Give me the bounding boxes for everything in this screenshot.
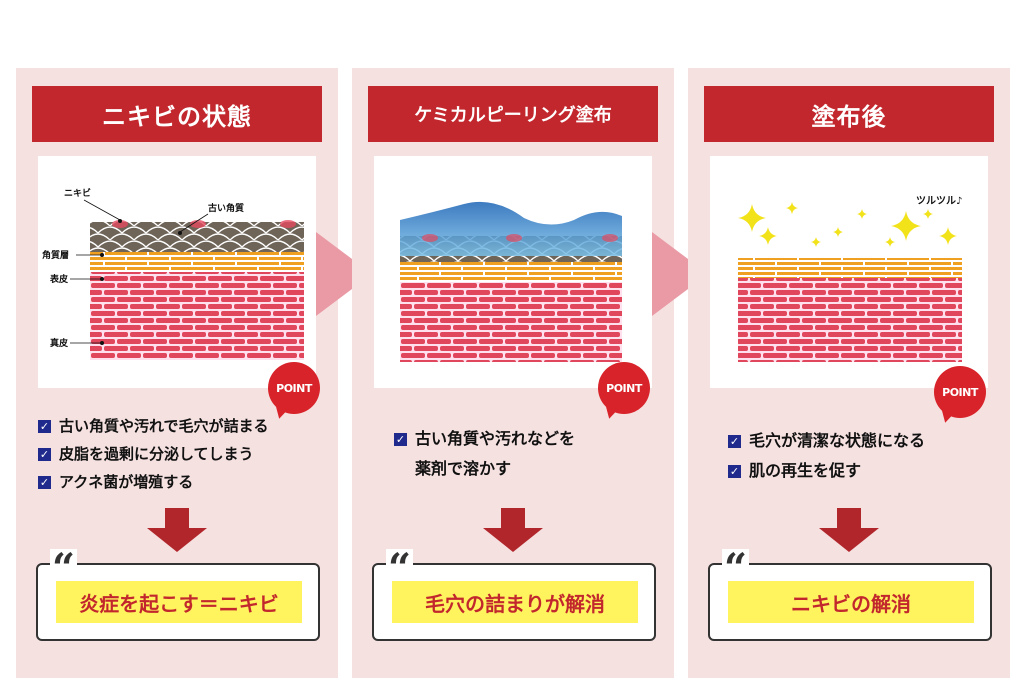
checkbox-icon: ✓ [394,432,407,446]
acne-spot [190,220,206,228]
acne-spot [112,220,128,228]
peeling-agent [400,201,622,256]
result-box: “ ニキビの解消 [708,549,992,641]
arrow-down-icon [483,508,543,552]
label-stratum: 角質層 [42,249,69,261]
check-item: ✓毛穴が清潔な状態になる [728,431,926,450]
chevron-right-icon [652,232,708,316]
check-list: ✓古い角質や汚れで毛穴が詰まる ✓皮脂を過剰に分泌してしまう ✓アクネ菌が増殖す… [38,412,269,496]
sparkle-icon [786,202,798,214]
sparkle-icon [939,227,957,245]
quote-icon: “ [50,549,78,579]
acne-spot [280,220,296,228]
skin-layers-illustration [738,202,962,362]
result-text: 炎症を起こす＝ニキビ [56,581,302,623]
result-text: ニキビの解消 [728,581,974,623]
checkbox-icon: ✓ [728,464,741,478]
sparkle-icon [857,209,867,219]
skin-diagram-peeling [374,156,652,388]
chevron-right-icon [316,232,372,316]
quote-icon: “ [386,549,414,579]
dermis-layer [738,278,962,362]
dermis-layer [400,282,622,362]
arrow-down-icon [147,508,207,552]
acne-spot [602,234,618,242]
result-box: “ 炎症を起こす＝ニキビ [36,549,320,641]
check-item: 薬剤で溶かす [415,459,512,478]
stratum-layer [738,258,962,278]
result-text: 毛穴の詰まりが解消 [392,581,638,623]
sparkle-icon [833,227,843,237]
sparkle-icon [738,204,766,232]
check-item: ✓アクネ菌が増殖する [38,473,194,491]
smooth-label: ツルツル♪ [916,196,963,207]
acne-spot [506,234,522,242]
panel-title: 塗布後 [704,86,994,142]
sparkle-icon [885,237,895,247]
label-dermis: 真皮 [50,337,69,349]
label-epidermis: 表皮 [49,273,69,285]
label-acne: ニキビ [64,187,91,199]
check-item: ✓皮脂を過剰に分泌してしまう [38,445,254,463]
check-list: ✓古い角質や汚れなどを 薬剤で溶かす [394,424,575,484]
checkbox-icon: ✓ [38,475,51,489]
panel-title: ケミカルピーリング塗布 [368,86,658,142]
check-list: ✓毛穴が清潔な状態になる ✓肌の再生を促す [728,426,925,486]
point-badge: POINT [598,362,650,414]
panel-chemical-peeling: ケミカルピーリング塗布 [352,68,674,678]
sparkle-icon [891,211,921,241]
checkbox-icon: ✓ [38,419,51,433]
sparkle-icon [759,227,777,245]
stratum-layer [400,262,622,282]
check-item: ✓古い角質や汚れなどを [394,429,576,448]
checkbox-icon: ✓ [728,434,741,448]
point-badge: POINT [934,366,986,418]
skin-diagram-after: ツルツル♪ [710,156,988,388]
sparkle-icon [923,209,933,219]
check-item: ✓古い角質や汚れで毛穴が詰まる [38,417,269,435]
quote-icon: “ [722,549,750,579]
check-item: ✓肌の再生を促す [728,461,862,480]
result-box: “ 毛穴の詰まりが解消 [372,549,656,641]
label-old-keratin: 古い角質 [208,202,244,214]
point-badge: POINT [268,362,320,414]
panel-title: ニキビの状態 [32,86,322,142]
dermis-layer [90,272,304,360]
skin-layers-illustration: ニキビ 古い角質 角質層 表皮 真皮 [42,187,304,360]
stratum-layer [90,252,304,272]
sparkle-icon [811,237,821,247]
acne-spot [422,234,438,242]
skin-diagram-acne: ニキビ 古い角質 角質層 表皮 真皮 [38,156,316,388]
arrow-down-icon [819,508,879,552]
skin-layers-illustration [400,201,622,362]
checkbox-icon: ✓ [38,447,51,461]
panel-after-application: 塗布後 [688,68,1010,678]
panel-acne-state: ニキビの状態 [16,68,338,678]
